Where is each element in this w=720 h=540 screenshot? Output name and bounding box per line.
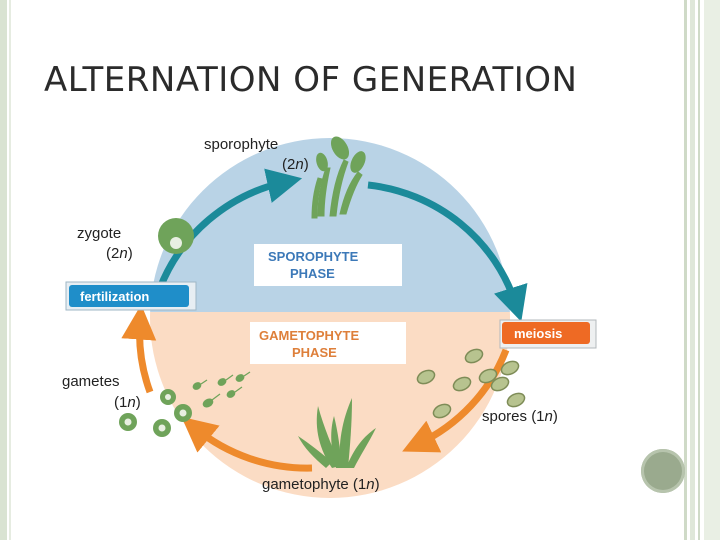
gametophyte-phase-label-2: PHASE (292, 345, 337, 360)
decorative-circle (641, 449, 685, 493)
right-border-stripe (704, 0, 720, 540)
zygote-label: zygote (77, 225, 121, 242)
fertilization-box (69, 285, 189, 307)
spores-icon (416, 348, 526, 419)
gametes-to-fertilization-arrow (121, 304, 157, 394)
sporophyte-phase-region (150, 138, 510, 312)
sporophyte-phase-label-1: SPOROPHYTE (268, 249, 359, 264)
gametes-ploidy-label: (1n) (114, 394, 141, 411)
gametophyte-phase-label-1: GAMETOPHYTE (259, 328, 359, 343)
right-border-stripe (698, 0, 700, 540)
meiosis-label: meiosis (514, 326, 562, 341)
zygote-cell-icon (158, 218, 194, 254)
left-border-stripe (0, 0, 7, 540)
gametophyte-plant-icon (298, 398, 376, 468)
right-border-stripe (684, 0, 687, 540)
gametophyte-phase-box (250, 322, 406, 364)
meiosis-to-gametophyte-arrow (402, 348, 510, 453)
left-border-thin-stripe (9, 0, 11, 540)
gametophyte-label: gametophyte (1n) (262, 476, 380, 493)
slide-title: ALTERNATION OF GENERATION (44, 60, 578, 100)
right-border-stripe (690, 0, 695, 540)
meiosis-box (502, 322, 590, 344)
zygote-ploidy-label: (2n) (106, 245, 133, 262)
gametes-icon (119, 371, 251, 437)
fertilization-label: fertilization (80, 289, 149, 304)
gametes-label: gametes (62, 373, 120, 390)
sporophyte-ploidy-label: (2n) (282, 156, 309, 173)
sporophyte-phase-label-2: PHASE (290, 266, 335, 281)
sporophyte-phase-box (254, 244, 402, 286)
zygote-to-sporophyte-arrow (156, 168, 303, 290)
sporophyte-to-meiosis-arrow (367, 181, 528, 322)
spores-label: spores (1n) (482, 408, 558, 425)
sporophyte-plant-icon (311, 136, 366, 219)
sporophyte-label: sporophyte (204, 136, 278, 153)
zygote-nucleus-icon (170, 237, 182, 249)
gametophyte-to-gametes-arrow (181, 416, 313, 472)
